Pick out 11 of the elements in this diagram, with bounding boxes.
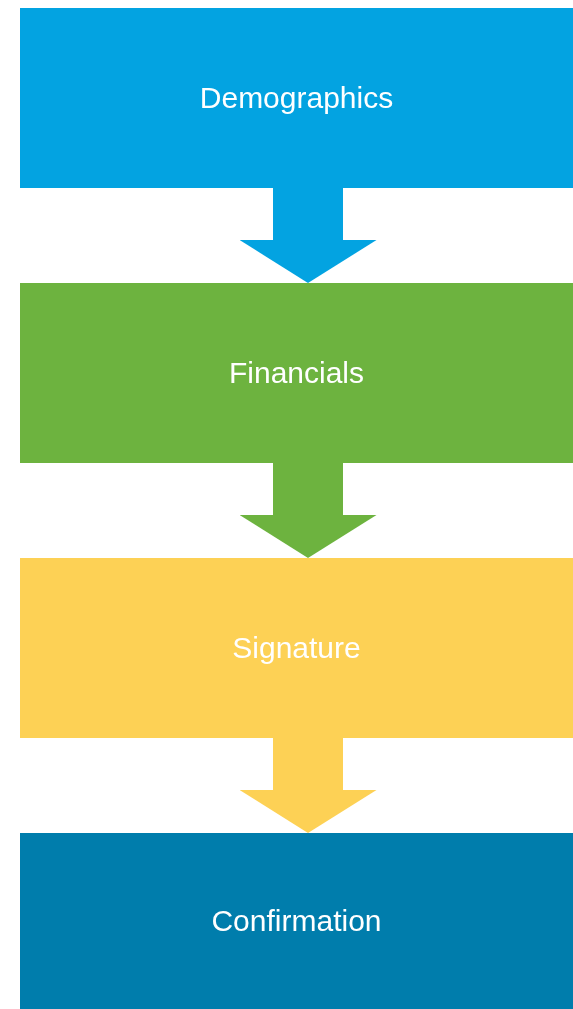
- block-arrow: [239, 188, 377, 283]
- process-box: [20, 558, 573, 738]
- box-label: Signature: [232, 630, 361, 667]
- process-box: [20, 283, 573, 463]
- box-label: Financials: [228, 355, 365, 392]
- process-box: [20, 8, 573, 188]
- box-label: Confirmation: [211, 903, 382, 940]
- block-arrow: [239, 738, 377, 833]
- block-arrow: [239, 463, 377, 558]
- process-box: [20, 833, 573, 1009]
- box-label: Demographics: [199, 80, 394, 117]
